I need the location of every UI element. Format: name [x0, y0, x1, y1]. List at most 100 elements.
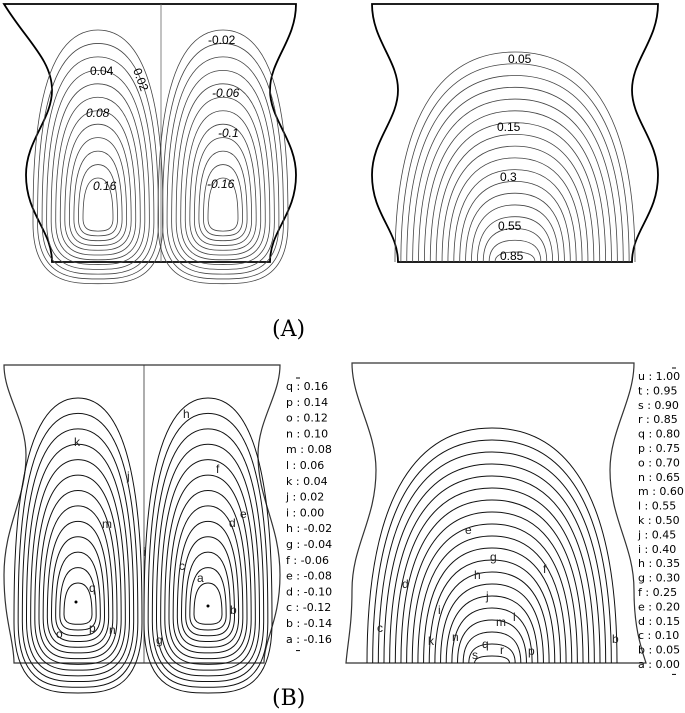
legend-entry: j : 0.45: [637, 528, 676, 541]
legend-entry: m : 0.60: [638, 485, 684, 498]
isoline: [406, 75, 624, 263]
legend-entry: r : 0.85: [638, 413, 678, 426]
isoline: [434, 571, 550, 664]
isoline: [21, 428, 135, 683]
legend-b-right: u : 1.00t : 0.95 s : 0.90r : 0.85 q : 0.80…: [637, 367, 684, 675]
legend-entry: s : 0.90: [638, 399, 679, 412]
isoline: [193, 582, 223, 625]
contour-letter: i: [438, 603, 441, 617]
legend-entry: b : 0.05: [638, 644, 680, 657]
isoline: [494, 251, 536, 263]
isoline: [37, 43, 159, 280]
legend-entry: h : 0.35: [638, 557, 680, 570]
contour-letter: n: [452, 630, 459, 644]
panel-b-left: h k j f e d m i c a q b p o n g: [3, 364, 281, 694]
isoline: [198, 150, 248, 242]
isoline: [64, 123, 132, 251]
contour-letter: b: [230, 603, 237, 617]
isoline: [459, 181, 571, 263]
isoline: [143, 397, 273, 694]
isoline: [172, 505, 244, 654]
legend-entry: h : -0.02: [286, 522, 332, 535]
isoline: [30, 459, 126, 671]
isoline: [400, 499, 584, 664]
isoline: [441, 145, 589, 263]
contour-letter: g: [156, 633, 163, 647]
isoline: [180, 536, 236, 642]
legend-entry: f : -0.06: [286, 554, 329, 567]
caption-a: (A): [272, 317, 305, 342]
isoline: [41, 56, 155, 275]
contour-letter: j: [485, 589, 489, 603]
contour-letter: e: [240, 507, 247, 521]
contour-label: 0.05: [508, 52, 532, 66]
isoline: [468, 643, 516, 664]
caption-b: (B): [272, 686, 305, 711]
legend-entry: d : -0.10: [286, 585, 332, 598]
isoline: [176, 520, 240, 648]
contour-label: -0.02: [208, 33, 236, 47]
contour-letter: m: [496, 615, 506, 629]
isoline: [400, 63, 630, 263]
contour-letter: s: [472, 648, 478, 662]
isoline: [34, 474, 122, 665]
contour-letter: p: [528, 644, 535, 658]
isoline: [171, 69, 275, 270]
legend-entry: u : 1.00: [638, 370, 680, 383]
isoline: [207, 177, 239, 232]
isoline: [42, 505, 114, 654]
legend-entry: e : 0.20: [638, 600, 680, 613]
isoline: [383, 463, 601, 664]
isoline: [55, 96, 141, 261]
isoline: [394, 487, 590, 664]
contour-letter: l: [513, 610, 516, 624]
isoline: [424, 110, 606, 263]
panel-b-right-boundary: [345, 362, 647, 664]
isoline: [377, 451, 607, 664]
contour-letter: c: [377, 621, 383, 635]
contour-letter: g: [490, 550, 497, 564]
isoline: [157, 29, 289, 285]
isoline: [418, 98, 612, 263]
isoline: [55, 551, 101, 637]
isoline: [394, 51, 636, 263]
contour-label: 0.15: [497, 120, 521, 134]
legend-b-left: q : 0.16p : 0.14o : 0.12n : 0.10m : 0.08…: [285, 377, 332, 652]
contour-letter: r: [500, 643, 504, 657]
panel-b-right: e g f d h j i l m c k n q s r p b: [345, 362, 647, 664]
panel-a-right: 0.05 0.15 0.3 0.55 0.85: [371, 3, 659, 263]
legend-entry: c : 0.10: [638, 629, 679, 642]
legend-entry: t : 0.95: [638, 384, 678, 397]
panel-b-left-isolines: [13, 397, 273, 694]
legend-entry: f : 0.25: [638, 586, 677, 599]
contour-letter: k: [428, 634, 435, 648]
contour-letter: h: [183, 407, 190, 421]
legend-entry: i : 0.00: [286, 506, 324, 519]
contour-label: 0.85: [500, 249, 524, 263]
legend-entry: i : 0.40: [638, 543, 676, 556]
isoline: [185, 551, 231, 637]
isoline: [147, 412, 269, 688]
isoline: [428, 559, 556, 664]
contour-label: -0.16: [207, 177, 235, 191]
panel-a-left: 0.04 0.02 0.08 0.16 -0.02 -0.06 -0.1 -0.…: [2, 3, 297, 285]
contour-letter: e: [465, 523, 472, 537]
isoline: [411, 523, 573, 664]
legend-entry: a : 0.00: [638, 658, 680, 671]
contour-label: -0.1: [218, 126, 239, 140]
vortex-center-marker: [206, 604, 210, 608]
contour-label: -0.06: [212, 86, 240, 100]
isoline: [462, 631, 522, 664]
isoline: [17, 412, 139, 688]
isoline: [482, 228, 548, 263]
legend-entry: q : 0.80: [638, 428, 680, 441]
isoline: [189, 567, 227, 631]
legend-entry: e : -0.08: [286, 570, 332, 583]
isoline: [73, 150, 123, 242]
panel-a-left-isolines: [32, 29, 289, 285]
isoline: [193, 137, 253, 246]
isoline: [175, 83, 271, 265]
panel-a-right-boundary: [371, 3, 659, 263]
isoline: [465, 192, 565, 263]
